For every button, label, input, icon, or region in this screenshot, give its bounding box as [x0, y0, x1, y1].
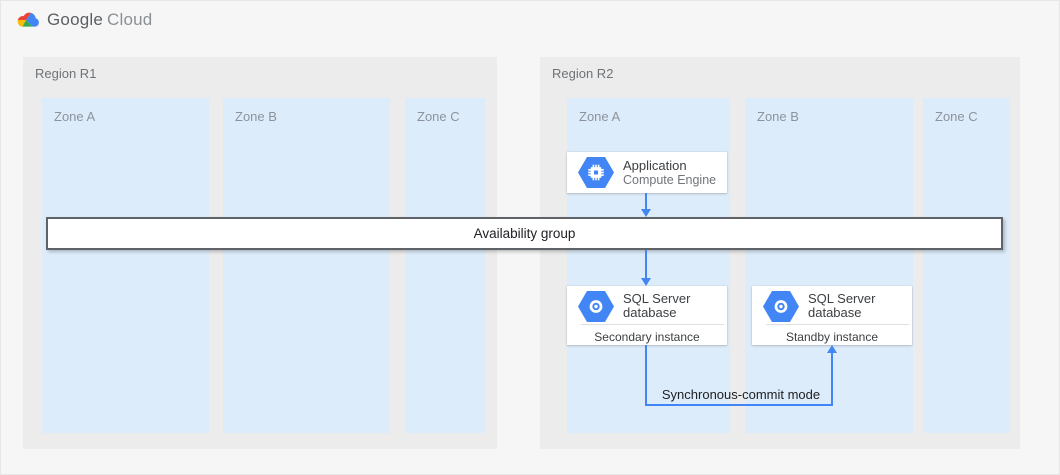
zone-r1-b-label: Zone B: [235, 109, 277, 124]
arrow-group-to-secondary-line: [645, 250, 647, 278]
sql-secondary-instance-label: Secondary instance: [594, 330, 700, 344]
cloud-sql-icon: [763, 290, 799, 322]
sync-connector-up-head: [827, 345, 837, 353]
arrow-app-to-group-head: [641, 209, 651, 217]
node-sql-standby: SQL Server database Standby instance: [752, 286, 912, 345]
sync-connector-down-line: [645, 345, 647, 406]
zone-r2-a-label: Zone A: [579, 109, 621, 124]
logo-text-google: Google: [47, 10, 104, 29]
sql-standby-content: SQL Server database: [752, 286, 912, 322]
compute-engine-icon: [578, 157, 614, 188]
zone-r1-a-label: Zone A: [54, 109, 96, 124]
zone-r2-a: Zone A: [567, 98, 730, 433]
application-subtitle: Compute Engine: [623, 172, 717, 187]
arrow-app-to-group-line: [645, 193, 647, 211]
zone-r1-c: Zone C: [405, 98, 485, 433]
zone-r1-b: Zone B: [223, 98, 390, 433]
region-r2-label: Region R2: [552, 66, 614, 81]
zone-r2-c-label: Zone C: [935, 109, 978, 124]
sql-standby-divider: [766, 324, 909, 325]
arrow-group-to-secondary-head: [641, 278, 651, 286]
cloud-logo-icon: [17, 12, 39, 27]
logo-text-cloud: Cloud: [107, 10, 153, 29]
zone-r1-a: Zone A: [42, 98, 209, 433]
cloud-sql-icon: [578, 290, 614, 322]
sync-connector-horizontal-line: [645, 404, 833, 406]
zone-r1-c-label: Zone C: [417, 109, 460, 124]
sync-connector-up-line: [831, 353, 833, 404]
application-text: Application Compute Engine: [623, 158, 716, 188]
region-r1-label: Region R1: [35, 66, 97, 81]
application-node-content: Application Compute Engine: [567, 152, 727, 193]
zone-r2-c: Zone C: [923, 98, 1010, 433]
sql-secondary-title: SQL Server database: [623, 291, 691, 320]
availability-group-band: Availability group: [46, 217, 1003, 250]
availability-group-label: Availability group: [473, 226, 576, 241]
sync-commit-label: Synchronous-commit mode: [661, 387, 821, 402]
zone-r2-b-label: Zone B: [757, 109, 799, 124]
sql-standby-title: SQL Server database: [808, 291, 876, 320]
node-sql-secondary: SQL Server database Secondary instance: [567, 286, 727, 345]
application-title: Application: [623, 157, 687, 173]
sql-standby-instance-label: Standby instance: [785, 330, 879, 344]
node-application: Application Compute Engine: [567, 152, 727, 193]
sql-secondary-content: SQL Server database: [567, 286, 727, 322]
sql-secondary-divider: [581, 324, 724, 325]
zone-r2-b: Zone B: [745, 98, 913, 433]
